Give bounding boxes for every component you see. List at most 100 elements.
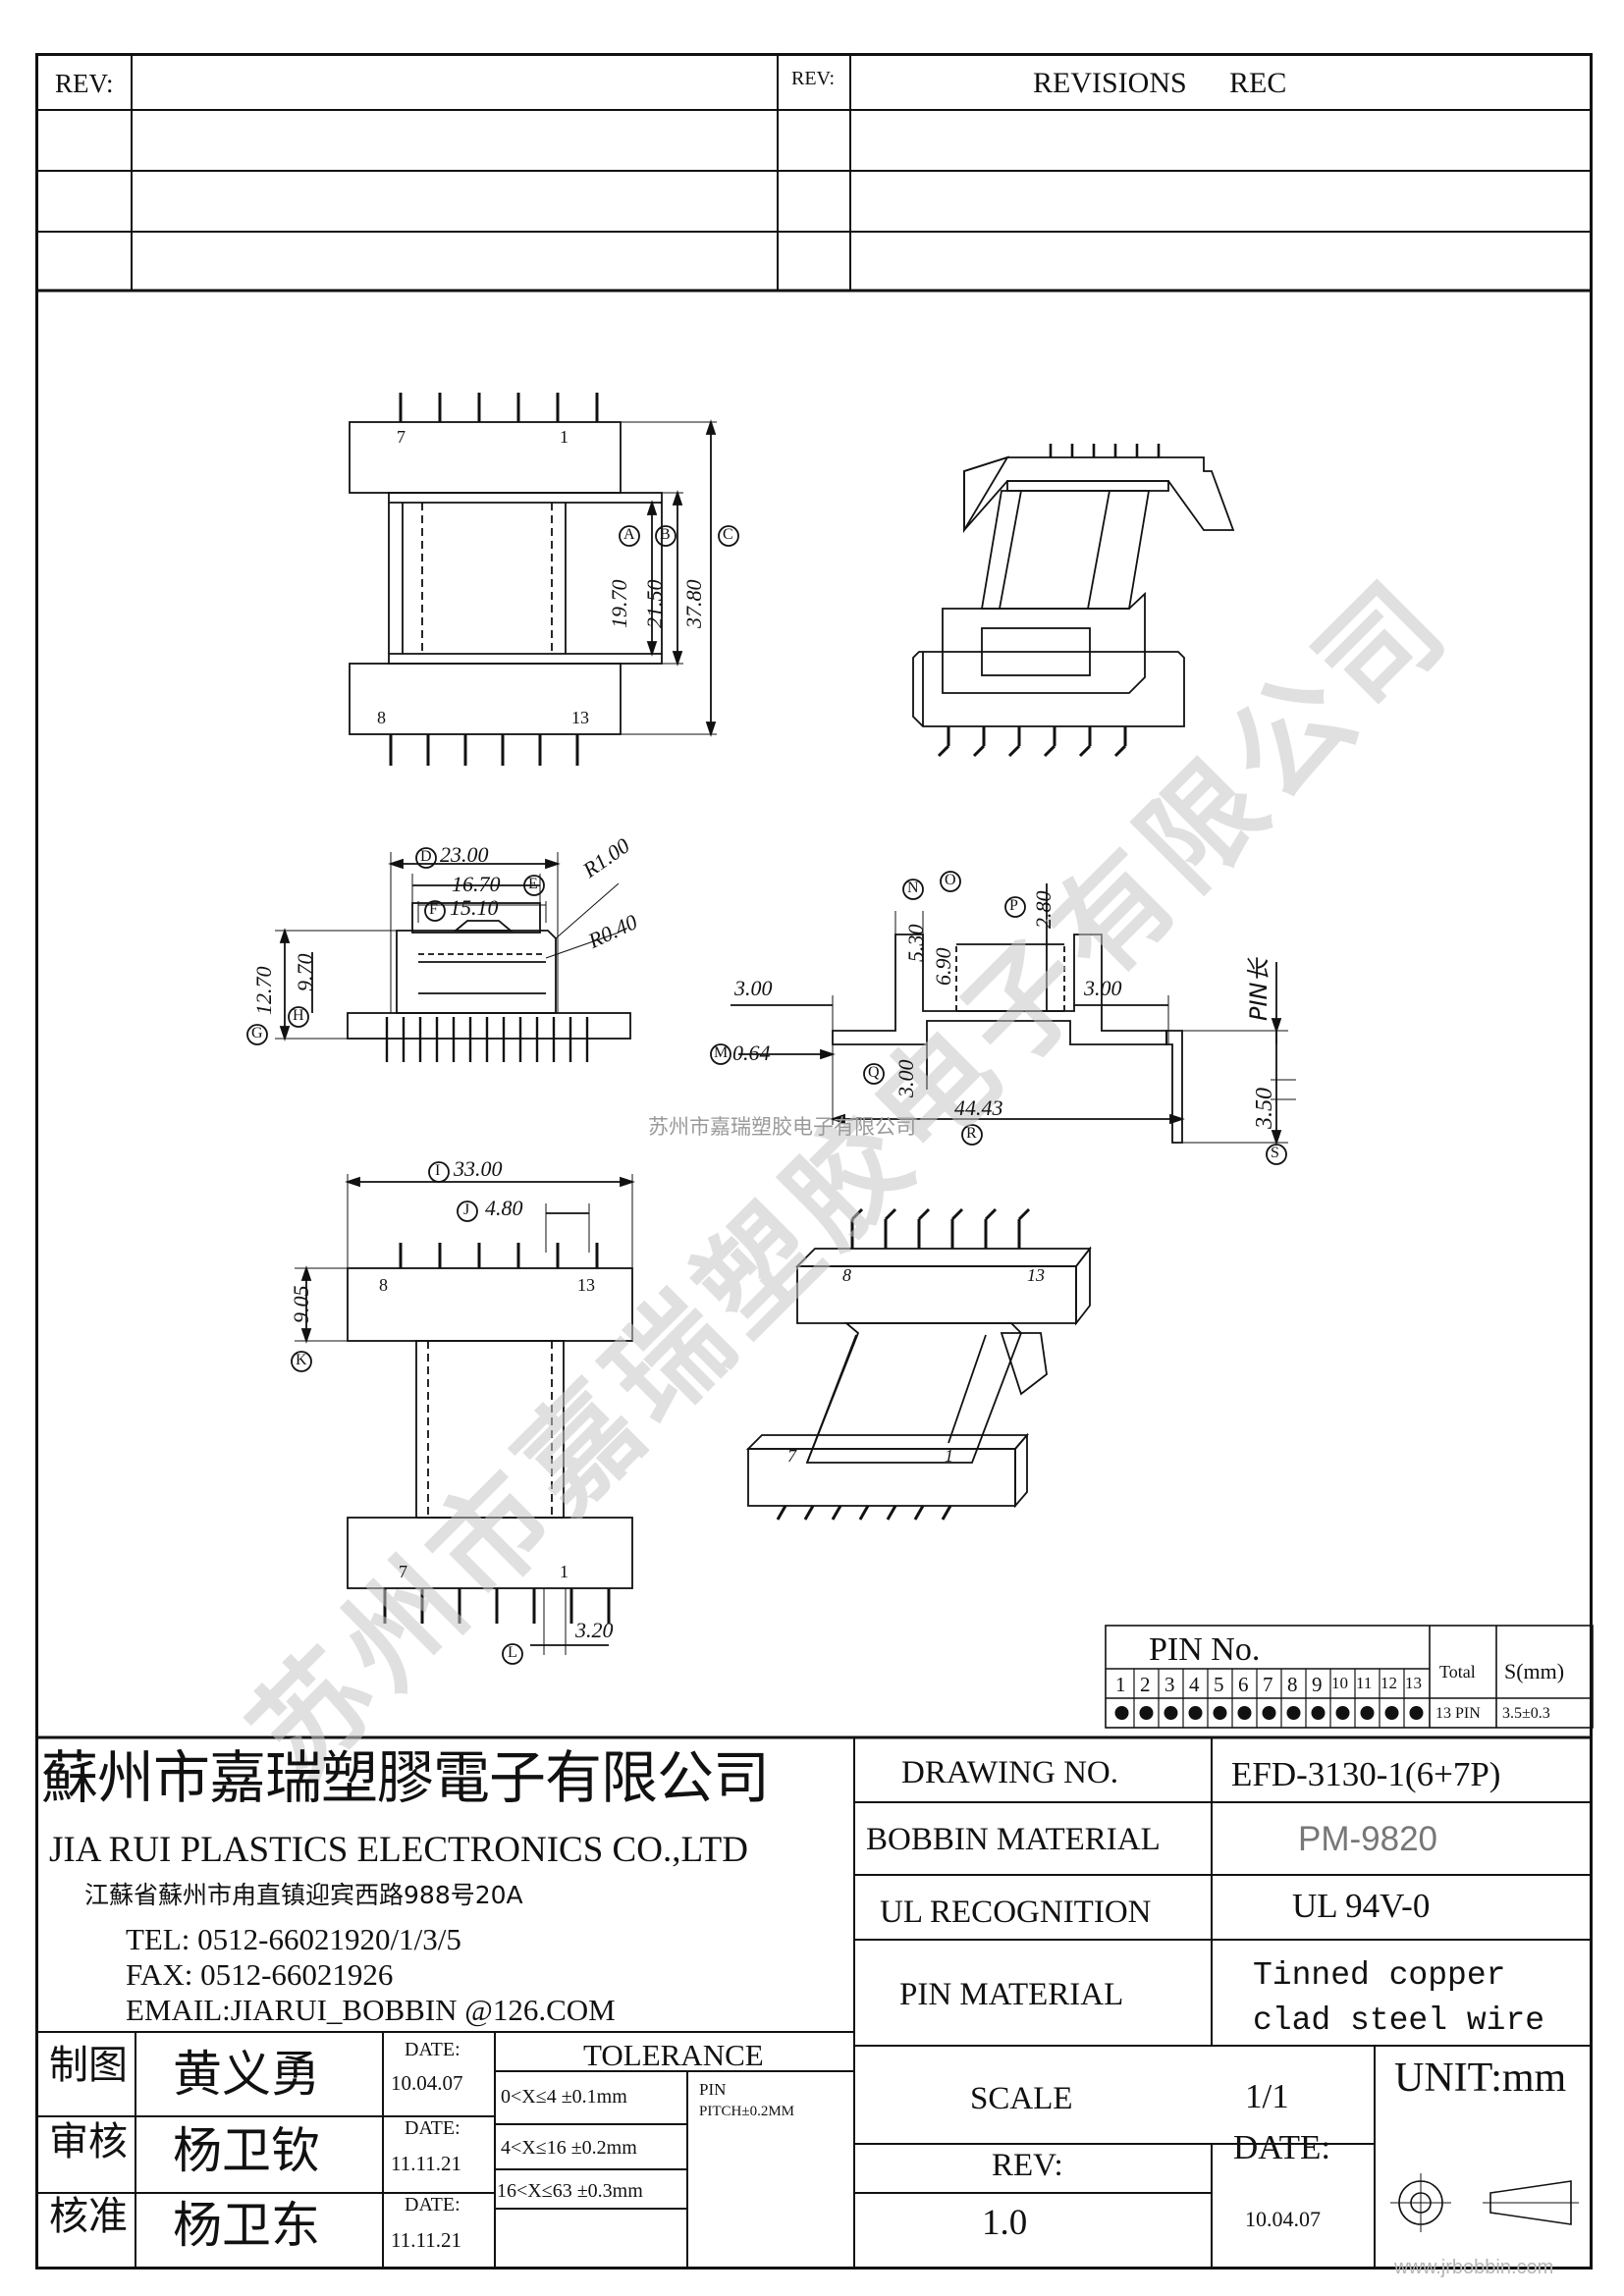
pin-number: 12 [1380, 1674, 1397, 1692]
pin-number: 10 [1331, 1674, 1348, 1692]
dim-k-value: 9.05 [289, 1285, 313, 1324]
pin-line [972, 744, 986, 758]
dim-e-value: 16.70 [452, 872, 501, 896]
unit-label: UNIT:mm [1394, 2056, 1567, 2101]
pin-length-label: PIN长 [1245, 958, 1272, 1021]
pin-number: 2 [1140, 1673, 1151, 1696]
ul-recognition-label: UL RECOGNITION [880, 1895, 1152, 1930]
signoff-date-drawn: 10.04.07 [391, 2071, 463, 2095]
iso-view-2 [745, 1207, 1092, 1521]
dim-s-value: 3.50 [1252, 1088, 1277, 1129]
pin-filled-dot [1409, 1706, 1424, 1720]
dim-i-tag: I [435, 1162, 441, 1179]
pin-line [984, 1207, 998, 1221]
pin-filled-dot [1335, 1706, 1350, 1720]
pin-number: 1 [1115, 1673, 1126, 1696]
pin-line [950, 1207, 964, 1221]
pin-line [1078, 744, 1092, 758]
dim-f-value: 15.10 [450, 895, 499, 920]
dim-h-tag: H [293, 1007, 304, 1024]
pin-line [937, 744, 950, 758]
signoff-role-approved: 核准 [49, 2194, 128, 2239]
dim-m-value: 0.64 [732, 1041, 771, 1065]
scale-label: SCALE [970, 2081, 1073, 2116]
dim-n-value: 5.30 [903, 924, 928, 963]
pin-line [776, 1505, 787, 1521]
pin-number: 11 [1356, 1674, 1373, 1692]
top-pin-1: 1 [560, 427, 568, 447]
side-view-drawing [710, 871, 1296, 1165]
dim-f-tag: F [429, 901, 438, 918]
pin-filled-dot [1237, 1706, 1252, 1720]
drawing-no: EFD-3130-1(6+7P) [1231, 1755, 1501, 1793]
dim-o-tag: O [945, 872, 956, 888]
pin-filled-dot [1188, 1706, 1203, 1720]
pin-table-total-value: 13 PIN [1435, 1705, 1481, 1722]
pin-table-title: PIN No. [1149, 1631, 1261, 1668]
company-name-cn: 蘇州市嘉瑞塑膠電子有限公司 [41, 1744, 770, 1811]
pin-filled-dot [1311, 1706, 1326, 1720]
top-view-drawing [349, 393, 739, 766]
pin-filled-dot [1262, 1706, 1276, 1720]
dim-a-tag: A [623, 526, 635, 543]
revisions-title: REVISIONS [1033, 67, 1187, 99]
tolerance-line-2: 4<X≤16 ±0.2mm [501, 2137, 637, 2159]
ul-recognition-value: UL 94V-0 [1292, 1887, 1431, 1925]
pin-line [1113, 744, 1127, 758]
pin-line [1043, 744, 1056, 758]
drawing-sheet-border [35, 53, 1593, 2269]
pin-line [913, 1505, 925, 1521]
top-pin-13: 13 [571, 708, 589, 727]
projection-symbol [1390, 2173, 1579, 2232]
pin-line [858, 1505, 870, 1521]
dim-b-tag: B [660, 526, 671, 543]
dim-d-value: 23.00 [440, 842, 489, 867]
dim-h-value: 9.70 [293, 953, 317, 992]
revision-rev-label-left: REV: [55, 69, 114, 98]
top-pin-7: 7 [397, 427, 406, 447]
dim-j-value: 4.80 [485, 1196, 523, 1220]
front-view-drawing [246, 847, 631, 1062]
bottom-pin-7: 7 [399, 1562, 407, 1581]
dim-p-tag: P [1009, 897, 1018, 914]
bottom-pin-1: 1 [560, 1562, 568, 1581]
dim-c-tag: C [723, 526, 733, 543]
dim-q-value: 3.00 [893, 1059, 918, 1098]
signoff-name-approved: 杨卫东 [173, 2197, 320, 2254]
bottom-view-drawing [291, 1161, 635, 1665]
pin-number: 7 [1263, 1673, 1273, 1696]
dim-n-tag: N [907, 880, 919, 896]
side-dim-left: 3.00 [734, 976, 773, 1000]
pin-table-s-label: S(mm) [1504, 1659, 1565, 1683]
tolerance-line-3: 16<X≤63 ±0.3mm [497, 2180, 643, 2202]
bobbin-material: PM-9820 [1298, 1820, 1438, 1858]
pin-line [1007, 744, 1021, 758]
iso-pin-13: 13 [1027, 1265, 1045, 1285]
pin-table-s-value: 3.5±0.3 [1502, 1705, 1550, 1722]
signoff-date-label-checked: DATE: [405, 2117, 460, 2139]
dim-a-value: 19.70 [607, 579, 631, 629]
iso-view-1 [912, 444, 1235, 758]
dim-i-value: 33.00 [454, 1156, 503, 1181]
company-tel: TEL: 0512-66021920/1/3/5 [126, 1922, 461, 1956]
signoff-date-approved: 11.11.21 [391, 2228, 461, 2252]
pin-filled-dot [1360, 1706, 1375, 1720]
dim-e-tag: E [528, 876, 538, 892]
bottom-pin-8: 8 [379, 1275, 388, 1295]
pin-table-grid [1105, 1625, 1594, 1729]
pin-material-line1: Tinned copper [1253, 1957, 1506, 1994]
rev-value: 1.0 [982, 2203, 1028, 2243]
pin-line [917, 1207, 931, 1221]
bobbin-material-label: BOBBIN MATERIAL [866, 1822, 1161, 1857]
signoff-name-checked: 杨卫钦 [173, 2122, 320, 2179]
pin-filled-dot [1286, 1706, 1301, 1720]
pin-line [941, 1505, 952, 1521]
pin-number: 4 [1189, 1673, 1200, 1696]
pin-number: 9 [1312, 1673, 1323, 1696]
pin-table-total-label: Total [1439, 1662, 1476, 1682]
pin-material-label: PIN MATERIAL [899, 1977, 1124, 2012]
scale-value: 1/1 [1245, 2077, 1289, 2115]
signoff-role-checked: 审核 [49, 2119, 128, 2164]
dim-c-value: 37.80 [681, 579, 706, 629]
